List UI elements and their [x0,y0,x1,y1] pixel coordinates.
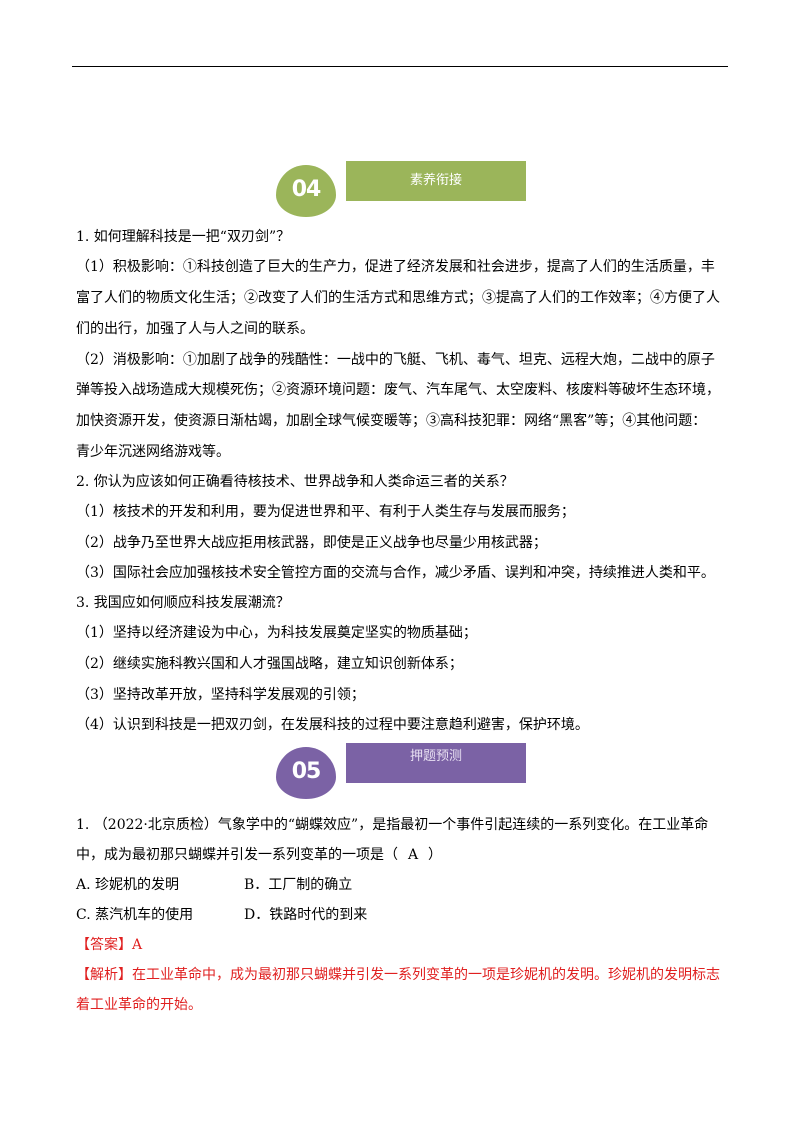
section-title-bar: 押题预测 [346,743,526,783]
paragraph-line: 青少年沉迷网络游戏等。 [76,444,230,460]
section-banner-04: 素养衔接 04 [276,161,526,219]
question-2-heading: 2. 你认为应该如何正确看待核技术、世界战争和人类命运三者的关系？ [76,474,514,490]
question-1-heading: 1. 如何理解科技是一把“双刃剑”？ [76,229,291,245]
paragraph-line: （1）积极影响：①科技创造了巨大的生产力，促进了经济发展和社会进步，提高了人们的… [76,259,715,275]
question-line: 1. （2022·北京质检）气象学中的“蝴蝶效应”，是指最初一个事件引起连续的一… [76,817,709,833]
section-title-bar: 素养衔接 [346,161,526,201]
section-banner-05: 押题预测 05 [276,743,526,801]
paragraph-line: 加快资源开发，使资源日渐枯竭，加剧全球气候变暖等；③高科技犯罪：网络“黑客”等；… [76,413,707,429]
paragraph-line: （2）消极影响：①加剧了战争的残酷性：一战中的飞艇、飞机、毒气、坦克、远程大炮，… [76,352,715,368]
header-rule [72,66,728,67]
section-number-badge: 04 [276,165,336,217]
answer-label: 【答案】A [76,937,143,953]
option-b: B．工厂制的确立 [244,877,353,893]
question-line: 中，成为最初那只蝴蝶并引发一系列变革的一项是（ A ） [76,846,442,864]
section-number: 04 [291,177,322,202]
option-c: C. 蒸汽机车的使用 [76,907,194,923]
paragraph-line: （4）认识到科技是一把双刃剑，在发展科技的过程中要注意趋利避害，保护环境。 [76,717,589,733]
question-text: ） [428,847,442,863]
section-title: 素养衔接 [409,173,462,188]
analysis-line: 着工业革命的开始。 [76,997,202,1013]
paragraph-line: （1）坚持以经济建设为中心，为科技发展奠定坚实的物质基础； [76,625,477,641]
paragraph-line: （3）国际社会应加强核技术安全管控方面的交流与合作，减少矛盾、误判和冲突，持续推… [76,565,715,581]
option-a: A. 珍妮机的发明 [76,877,180,893]
option-d: D．铁路时代的到来 [244,907,368,923]
paragraph-line: 们的出行，加强了人与人之间的联系。 [76,321,314,337]
question-inline-answer: A [407,847,419,863]
analysis-line: 【解析】在工业革命中，成为最初那只蝴蝶并引发一系列变革的一项是珍妮机的发明。珍妮… [76,967,720,983]
paragraph-line: （1）核技术的开发和利用，要为促进世界和平、有利于人类生存与发展而服务； [76,504,575,520]
paragraph-line: 富了人们的物质文化生活；②改变了人们的生活方式和思维方式；③提高了人们的工作效率… [76,290,720,306]
section-number: 05 [291,759,322,784]
paragraph-line: 弹等投入战场造成大规模死伤；②资源环境问题：废气、汽车尾气、太空废料、核废料等破… [76,382,720,398]
section-number-badge: 05 [276,747,336,799]
paragraph-line: （2）战争乃至世界大战应拒用核武器，即使是正义战争也尽量少用核武器； [76,535,547,551]
question-text: 中，成为最初那只蝴蝶并引发一系列变革的一项是（ [76,847,398,863]
section-title: 押题预测 [409,749,462,764]
question-3-heading: 3. 我国应如何顺应科技发展潮流？ [76,595,290,611]
paragraph-line: （2）继续实施科教兴国和人才强国战略，建立知识创新体系； [76,656,463,672]
paragraph-line: （3）坚持改革开放，坚持科学发展观的引领； [76,687,365,703]
